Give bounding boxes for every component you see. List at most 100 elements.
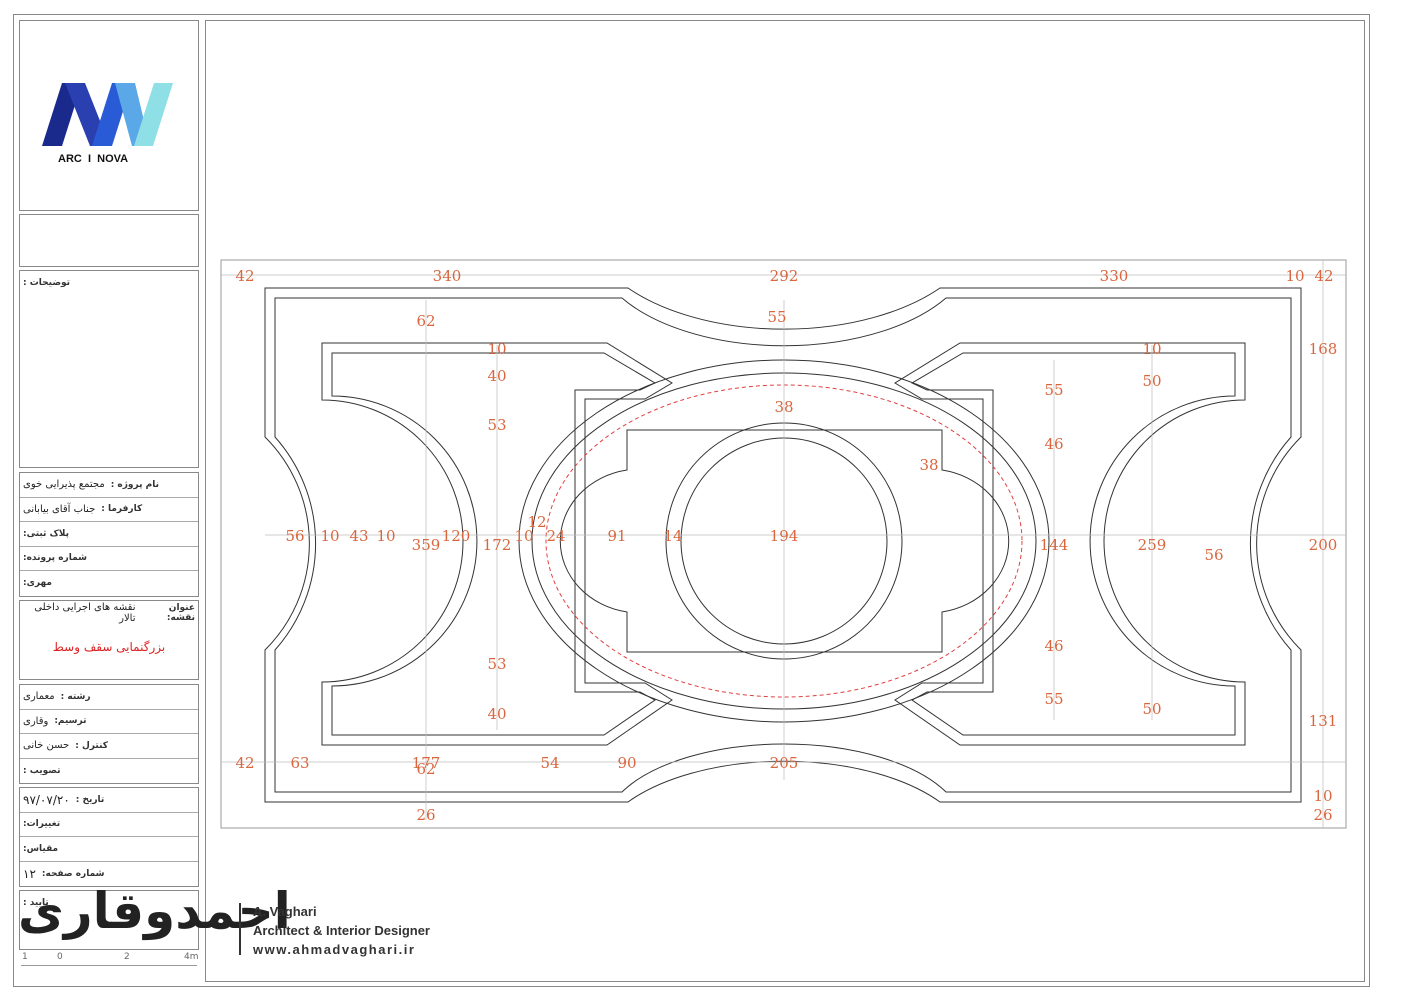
dimension-lines: [221, 260, 1346, 828]
date-block: تاریخ :۹۷/۰۷/۲۰ تغییرات: مقیاس: شماره صف…: [19, 787, 199, 887]
dim-label: 50: [1142, 700, 1161, 718]
confirm-label: تایید :: [23, 898, 49, 909]
dim-label: 53: [487, 416, 506, 434]
left-panel-inner: [331, 352, 657, 736]
project-label: نام پروژه :: [110, 479, 159, 490]
dimension-labels: 42 340 292 330 10 42 168 62 55 10 40 53 …: [235, 267, 1337, 824]
dim-label: 10: [1313, 787, 1332, 805]
scale-tick: 4m: [184, 952, 199, 962]
designer-name: A. Vaghari: [253, 904, 317, 919]
dim-label: 172: [483, 536, 512, 554]
project-block: نام پروژه : مجتمع پذیرایی خوی کارفرما : جن…: [19, 472, 199, 597]
dim-label: 91: [607, 527, 626, 545]
dim-label: 56: [1204, 546, 1223, 564]
checked-value: حسن خانی: [23, 740, 70, 752]
dim-label: 40: [487, 705, 506, 723]
dim-label: 42: [235, 754, 254, 772]
dim-label: 10: [1285, 267, 1304, 285]
drawn-label: ترسیم:: [54, 716, 87, 727]
dim-label: 38: [774, 398, 793, 416]
scale-tick: 2: [124, 952, 130, 962]
discipline-value: معماری: [23, 691, 55, 703]
dim-label: 168: [1309, 340, 1338, 358]
drawn-value: وقاری: [23, 715, 49, 727]
scale-tick: 0: [57, 952, 63, 962]
sheet-subtitle: بزرگنمایی سقف وسط: [52, 639, 166, 654]
scale-label: مقیاس:: [23, 843, 59, 854]
dim-label: 26: [1313, 806, 1332, 824]
signature-text: A. Vaghari Architect & Interior Designer…: [253, 902, 430, 959]
signature-logo: احمدوقاری: [18, 882, 291, 940]
dim-label: 131: [1309, 712, 1338, 730]
dim-label: 12: [527, 513, 546, 531]
discipline-label: رشته :: [60, 691, 91, 702]
dim-label: 56: [285, 527, 304, 545]
dim-label: 10: [514, 527, 533, 545]
dim-label: 205: [770, 754, 799, 772]
date-value: ۹۷/۰۷/۲۰: [23, 792, 70, 807]
logo-block: ARC I NOVA: [19, 20, 199, 211]
dim-label: 53: [487, 655, 506, 673]
right-panel-inner: [910, 352, 1236, 736]
dim-label: 46: [1044, 637, 1063, 655]
personnel-block: رشته : معماری ترسیم: وقاری کنترل : حسن خانی…: [19, 684, 199, 784]
dim-label: 42: [235, 267, 254, 285]
page-value: ۱۲: [23, 866, 36, 881]
approved-label: تصویب :: [23, 765, 61, 776]
dim-label: 177: [412, 754, 441, 772]
engineer-label: مهری:: [23, 578, 52, 589]
dim-label: 55: [767, 308, 786, 326]
plot-label: پلاک ثبتی:: [23, 528, 69, 539]
page-label: شماره صفحه:: [41, 868, 105, 879]
notes-block: توضیحات :: [19, 270, 199, 468]
outer-boundary: [220, 259, 1347, 829]
dim-label: 26: [416, 806, 435, 824]
scale-bar: 1 0 2 4m: [19, 952, 199, 978]
arc-nova-logo-icon: [42, 83, 173, 146]
ceiling-outline-inner: [274, 297, 1292, 793]
file-label: شماره پرونده:: [23, 553, 87, 564]
left-panel-outer: [321, 342, 673, 746]
blank-block: [19, 214, 199, 267]
dim-label: 55: [1044, 381, 1063, 399]
dim-label: 10: [320, 527, 339, 545]
checked-label: کنترل :: [75, 740, 108, 751]
ceiling-outline-outer: [264, 287, 1302, 803]
scale-tick: 1: [22, 952, 28, 962]
notes-label: توضیحات :: [23, 278, 71, 289]
sheet-title-value: نقشه های اجرایی داخلی تالار: [34, 602, 136, 625]
dim-label: 10: [376, 527, 395, 545]
dim-label: 24: [546, 527, 565, 545]
dim-label: 55: [1044, 690, 1063, 708]
dim-label: 40: [487, 367, 506, 385]
date-label: تاریخ :: [75, 794, 105, 805]
sheet-title-label: عنوان نقشه:: [166, 603, 195, 624]
dim-label: 46: [1044, 435, 1063, 453]
dim-label: 330: [1100, 267, 1129, 285]
designer-role: Architect & Interior Designer: [253, 923, 430, 938]
designer-website[interactable]: www.ahmadvaghari.ir: [253, 942, 416, 957]
dim-label: 194: [770, 527, 799, 545]
signature-divider: [239, 903, 241, 955]
stepped-frame: [559, 429, 1010, 653]
dim-label: 50: [1142, 372, 1161, 390]
dim-label: 120: [442, 527, 471, 545]
dim-label: 359: [412, 536, 441, 554]
confirm-block: تایید :: [19, 890, 199, 950]
employer-value: جناب آقای بیابانی: [23, 503, 96, 515]
employer-label: کارفرما :: [101, 504, 143, 515]
project-value: مجتمع پذیرایی خوی: [23, 479, 105, 491]
dim-label: 340: [433, 267, 462, 285]
dim-label: 62: [416, 312, 435, 330]
drawing-area-border: [205, 20, 1365, 982]
logo-brand: ARC: [58, 153, 82, 165]
dim-label: 10: [1142, 340, 1161, 358]
dim-label: 63: [290, 754, 309, 772]
dim-label: 10: [487, 340, 506, 358]
dim-label: 90: [617, 754, 636, 772]
logo-separator: I: [87, 153, 92, 165]
dim-label: 62: [416, 760, 435, 778]
dim-label: 14: [663, 527, 682, 545]
sheet-title-block: عنوان نقشه: نقشه های اجرایی داخلی تالار ب…: [19, 600, 199, 680]
